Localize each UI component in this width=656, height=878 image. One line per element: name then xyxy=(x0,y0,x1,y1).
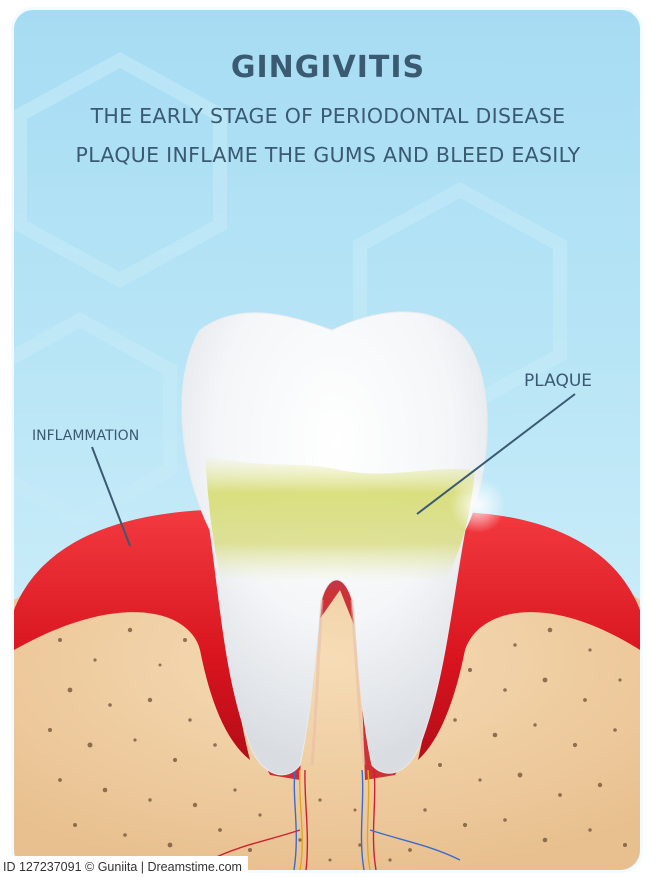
highlight-glow xyxy=(450,477,506,533)
inflammation-label: INFLAMMATION xyxy=(32,428,139,444)
poster-subtitle-line1: THE EARLY STAGE OF PERIODONTAL DISEASE xyxy=(0,104,656,128)
poster-title: GINGIVITIS xyxy=(0,50,656,85)
plaque-deposit xyxy=(205,455,475,581)
plaque-label: PLAQUE xyxy=(524,371,592,391)
stock-credit-watermark: ID 127237091 © Guniita | Dreamstime.com xyxy=(0,856,248,878)
poster-subtitle-line2: PLAQUE INFLAME THE GUMS AND BLEED EASILY xyxy=(0,143,656,167)
